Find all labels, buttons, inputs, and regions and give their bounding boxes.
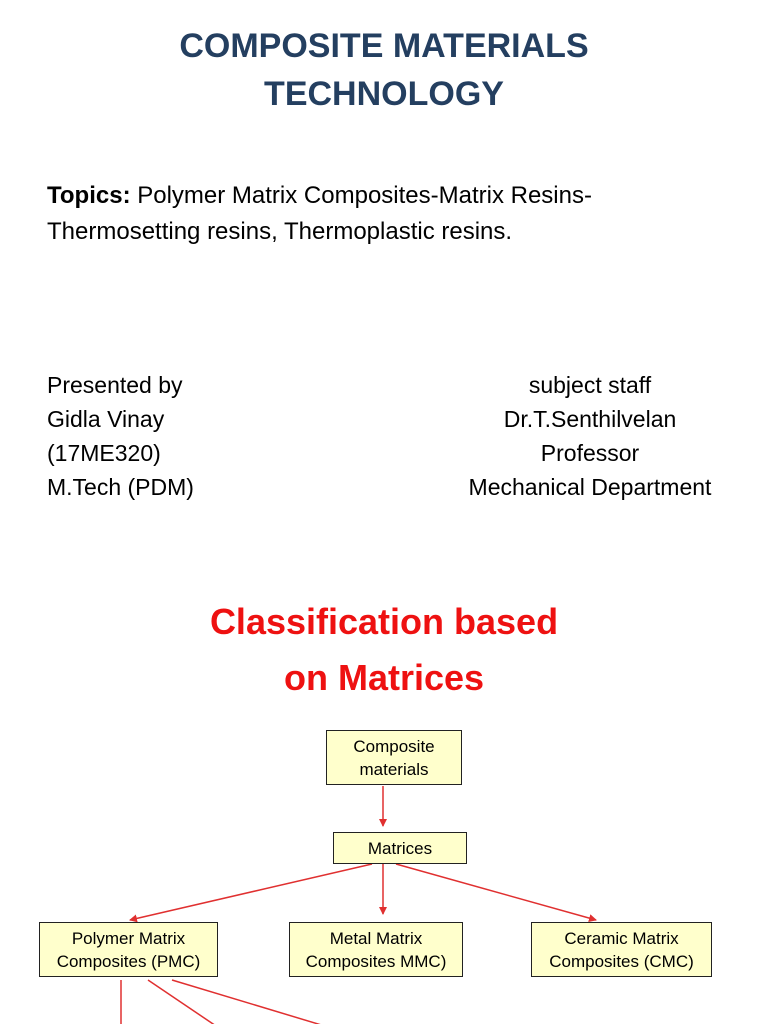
cmc-box: Ceramic Matrix Composites (CMC)	[531, 922, 712, 977]
pmc-line-1: Polymer Matrix	[71, 928, 186, 948]
mmc-box: Metal Matrix Composites MMC)	[289, 922, 463, 977]
staff-designation: Professor	[540, 440, 640, 466]
presenter-block: Presented by Gidla Vinay (17ME320) M.Tec…	[47, 368, 194, 504]
arrow-matrices-to-pmc	[129, 863, 373, 923]
presenter-program: M.Tech (PDM)	[47, 474, 194, 500]
staff-line-1: subject staff	[528, 372, 652, 398]
topics-text: Polymer Matrix Composites-Matrix Resins-…	[47, 182, 592, 245]
composite-materials-line-2: materials	[359, 759, 429, 779]
arrow-matrices-to-cmc	[395, 863, 597, 922]
presenter-roll: (17ME320)	[47, 440, 161, 466]
topics-paragraph: Topics: Polymer Matrix Composites-Matrix…	[47, 178, 737, 250]
presenter-line-1: Presented by	[47, 372, 183, 398]
arrow-pmc-branch-3	[171, 979, 321, 1024]
matrices-label: Matrices	[367, 838, 433, 858]
cmc-line-2: Composites (CMC)	[549, 951, 694, 971]
composite-materials-box: Composite materials	[326, 730, 462, 785]
classification-heading: Classification based on Matrices	[0, 594, 768, 706]
presenter-name: Gidla Vinay	[47, 406, 165, 432]
matrices-box: Matrices	[333, 832, 467, 864]
mmc-line-1: Metal Matrix	[329, 928, 423, 948]
staff-block: subject staff Dr.T.Senthilvelan Professo…	[440, 368, 740, 504]
title-line-2: TECHNOLOGY	[264, 75, 504, 113]
staff-name: Dr.T.Senthilvelan	[503, 406, 677, 432]
topics-label: Topics:	[47, 182, 131, 209]
pmc-box: Polymer Matrix Composites (PMC)	[39, 922, 218, 977]
classification-heading-line-1: Classification based	[209, 601, 559, 642]
page-title: COMPOSITE MATERIALS TECHNOLOGY	[0, 22, 768, 118]
title-line-1: COMPOSITE MATERIALS	[179, 27, 589, 65]
staff-department: Mechanical Department	[468, 474, 712, 500]
arrow-pmc-branch-2	[147, 979, 215, 1024]
cmc-line-1: Ceramic Matrix	[564, 928, 679, 948]
classification-heading-line-2: on Matrices	[283, 657, 485, 698]
pmc-line-2: Composites (PMC)	[56, 951, 201, 971]
mmc-line-2: Composites MMC)	[305, 951, 447, 971]
composite-materials-line-1: Composite	[353, 736, 435, 756]
